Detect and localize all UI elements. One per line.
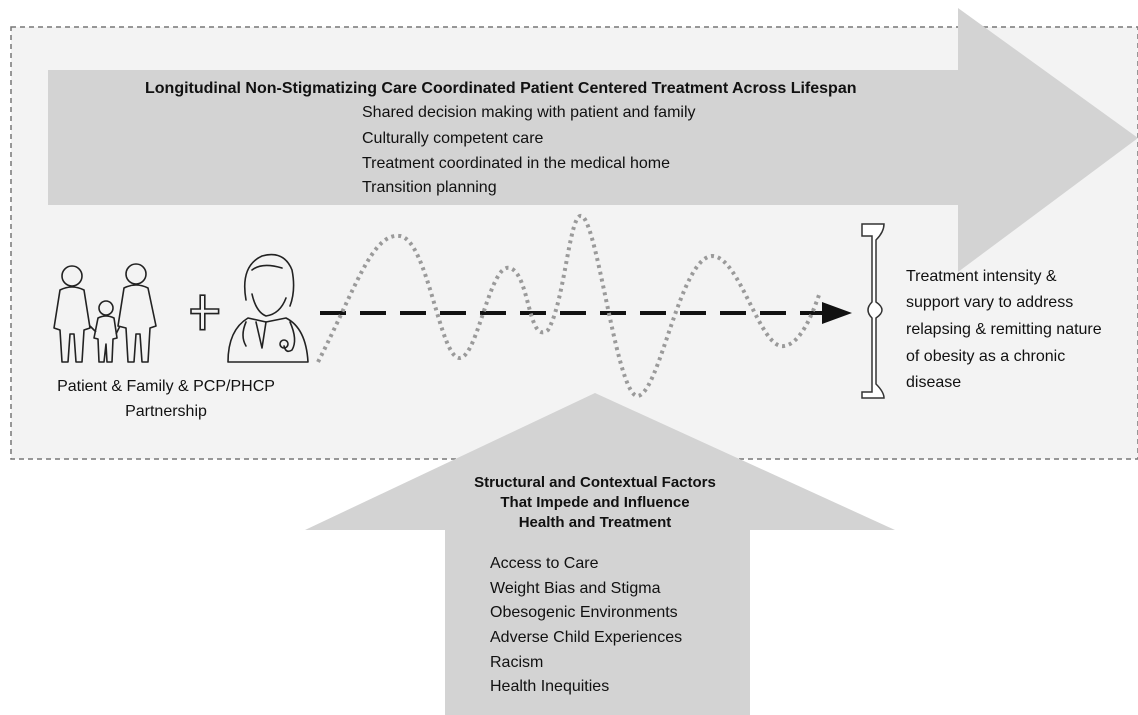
lifespan-point: Shared decision making with patient and …	[362, 104, 696, 121]
partnership-label: Patient & Family & PCP/PHCP	[57, 378, 275, 395]
lifespan-title: Longitudinal Non-Stigmatizing Care Coord…	[145, 80, 857, 97]
factor-item: Obesogenic Environments	[490, 604, 678, 621]
trajectory-arrowhead	[822, 302, 852, 324]
factor-item: Adverse Child Experiences	[490, 629, 683, 646]
lifespan-point: Treatment coordinated in the medical hom…	[362, 155, 671, 172]
family-icon	[53, 263, 157, 363]
factors-title: Structural and Contextual Factors	[474, 474, 716, 491]
factor-item: Access to Care	[490, 555, 599, 572]
lifespan-point: Transition planning	[362, 179, 497, 196]
doctor-icon	[227, 253, 309, 363]
factors-arrow	[305, 393, 895, 715]
treatment-note-line: disease	[906, 374, 962, 391]
factor-item: Racism	[490, 654, 544, 671]
lifespan-point: Culturally competent care	[362, 130, 544, 147]
factor-item: Weight Bias and Stigma	[490, 580, 661, 597]
factors-title: Health and Treatment	[518, 514, 672, 531]
treatment-bracket	[861, 223, 885, 399]
treatment-note-line: of obesity as a chronic	[906, 348, 1066, 365]
treatment-note-line: support vary to address	[906, 294, 1074, 311]
plus-icon	[190, 294, 220, 331]
lifespan-arrow	[48, 8, 1138, 272]
intensity-wave	[316, 213, 822, 398]
factors-title: That Impede and Influence	[500, 494, 690, 511]
factor-item: Health Inequities	[490, 678, 610, 695]
treatment-note-line: Treatment intensity &	[906, 268, 1057, 285]
partnership-label: Partnership	[125, 403, 207, 420]
treatment-note-line: relapsing & remitting nature	[906, 321, 1102, 338]
